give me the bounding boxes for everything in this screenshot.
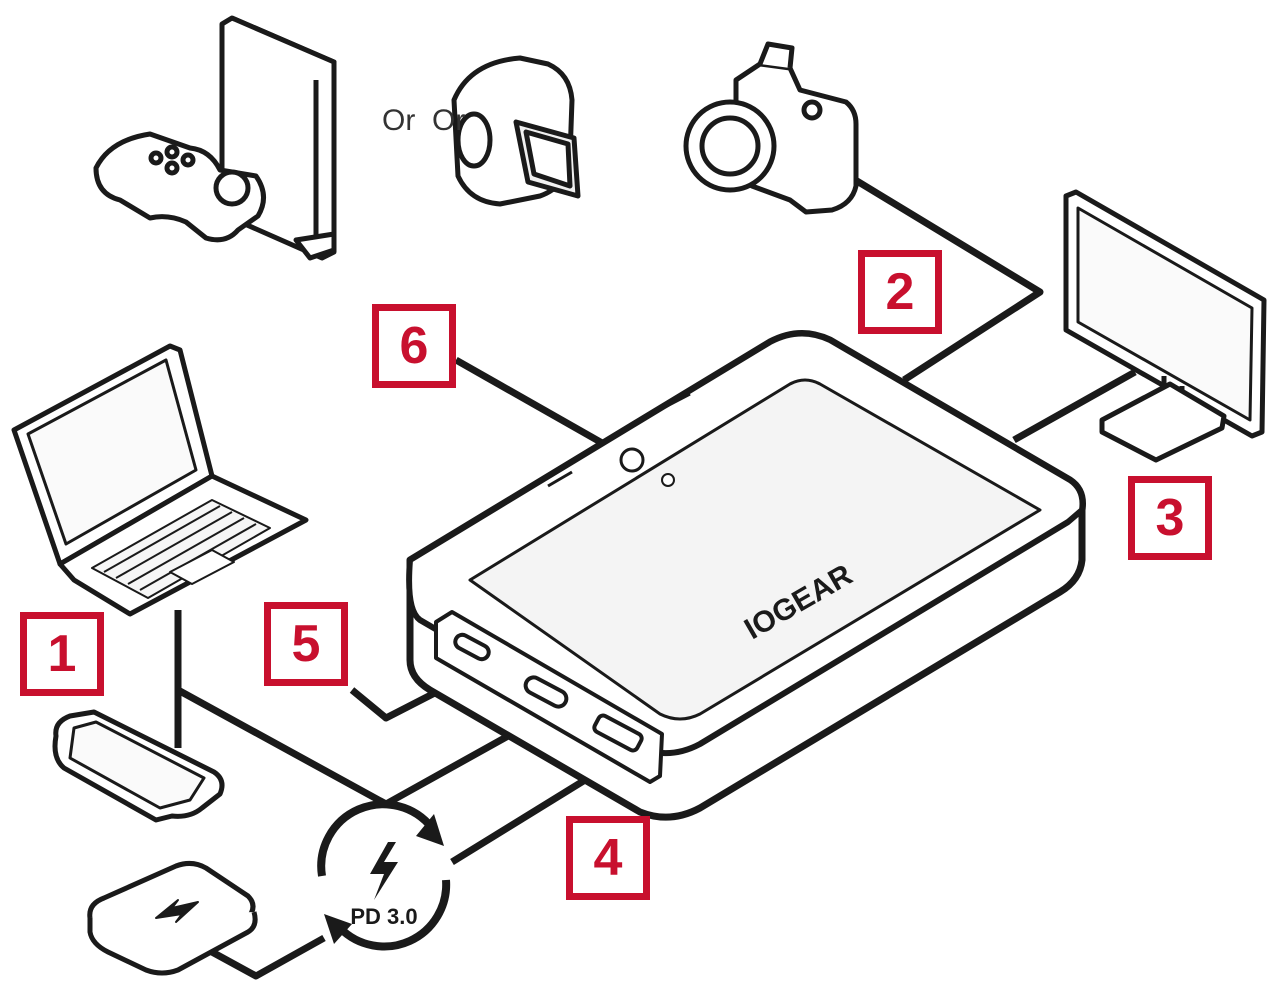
dock-icon: IOGEAR (406, 329, 1086, 821)
game-controller-icon (93, 131, 266, 243)
hdmi-port-icon (592, 713, 644, 753)
power-bank-icon (87, 860, 258, 976)
cable-pd-to-dock (450, 769, 600, 865)
leader-callout6-to-button (454, 356, 620, 456)
cables (174, 175, 1137, 980)
callout-5: 5 (264, 602, 348, 686)
lightning-icon (370, 842, 398, 900)
game-console-icon (93, 15, 337, 261)
smartphone-icon (52, 709, 225, 823)
status-led-icon (661, 473, 675, 487)
callout-1: 1 (20, 612, 104, 696)
callout-6: 6 (372, 304, 456, 388)
usb-c-port-icon (523, 675, 569, 709)
cable-powerbank-to-pd (210, 934, 326, 980)
callout-4: 4 (566, 816, 650, 900)
callout-3: 3 (1128, 476, 1212, 560)
usb-c-port-icon (453, 632, 491, 662)
or-label: Or (432, 104, 466, 137)
callout-2: 2 (858, 250, 942, 334)
dock-edge-line (547, 470, 573, 488)
cable-camera-to-dock (850, 175, 1044, 383)
pd-badge-label: PD 3.0 (350, 904, 417, 929)
dock-top-panel (468, 378, 1042, 721)
lightning-icon (155, 899, 199, 923)
monitor-icon (1063, 189, 1267, 463)
cable-laptop-to-dock (174, 610, 528, 808)
camera-icon (683, 41, 859, 215)
pd-charge-icon: PD 3.0 (317, 800, 451, 951)
or-label: Or (382, 104, 416, 137)
camcorder-icon (451, 55, 581, 207)
laptop-icon (11, 343, 309, 617)
power-button-icon (619, 447, 645, 473)
dock-edge-line (639, 392, 691, 422)
cable-monitor-to-dock (1012, 368, 1137, 444)
